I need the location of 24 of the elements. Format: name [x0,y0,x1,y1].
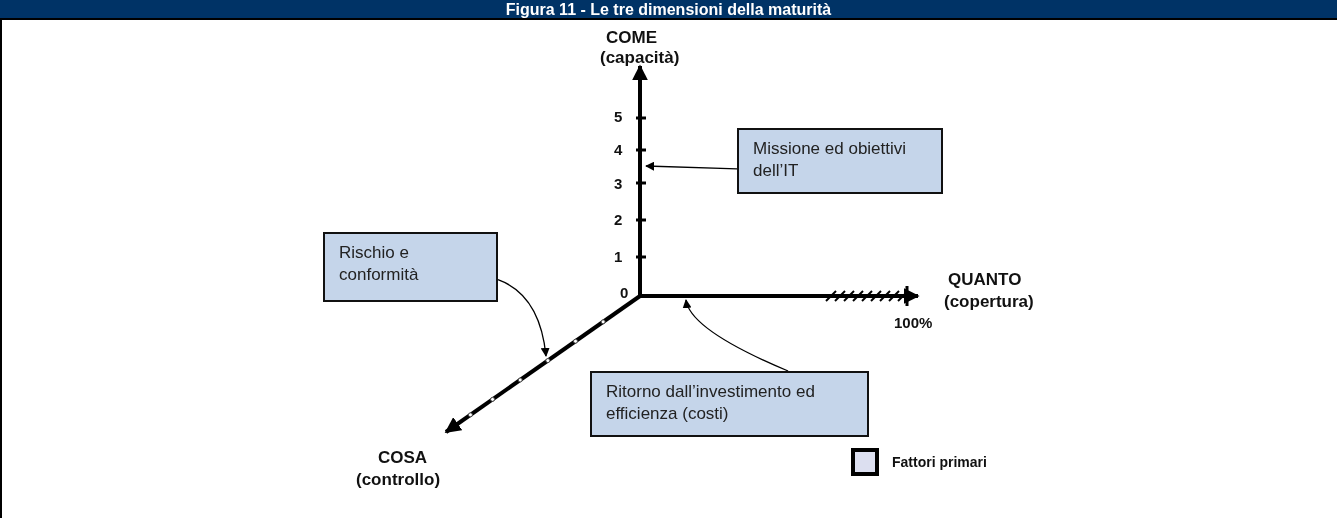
tick-label: 2 [614,211,623,228]
leader-arrow [683,299,789,372]
axis-label: COME [606,28,657,48]
tick-label: 1 [614,248,623,265]
tick-label: 5 [614,108,623,125]
callout-box [590,371,869,437]
callout-text: Ritorno dall’investimento ed efficienza (costi) [606,381,816,425]
axis-label: (controllo) [356,470,441,490]
axis-label: QUANTO [948,270,1022,290]
leader-arrow [645,161,738,171]
axis-label: (copertura) [944,292,1034,312]
tick-label: 0 [620,284,629,301]
tick-label: 4 [614,141,623,158]
tick-label: 3 [614,175,623,192]
axis-label: COSA [378,448,428,468]
title-bar: Figura 11 - Le tre dimensioni della maturità [0,0,1337,20]
callout-text: Missione ed obiettivi dell’IT [753,138,908,182]
tick-label: 100% [894,314,933,331]
callout-text: Rischio e conformità [339,242,420,286]
callout-box [737,128,943,194]
callout-box [323,232,498,302]
legend-label: Fattori primari [892,454,987,470]
axis-label: (capacità) [600,48,680,68]
leader-arrow [497,278,550,357]
